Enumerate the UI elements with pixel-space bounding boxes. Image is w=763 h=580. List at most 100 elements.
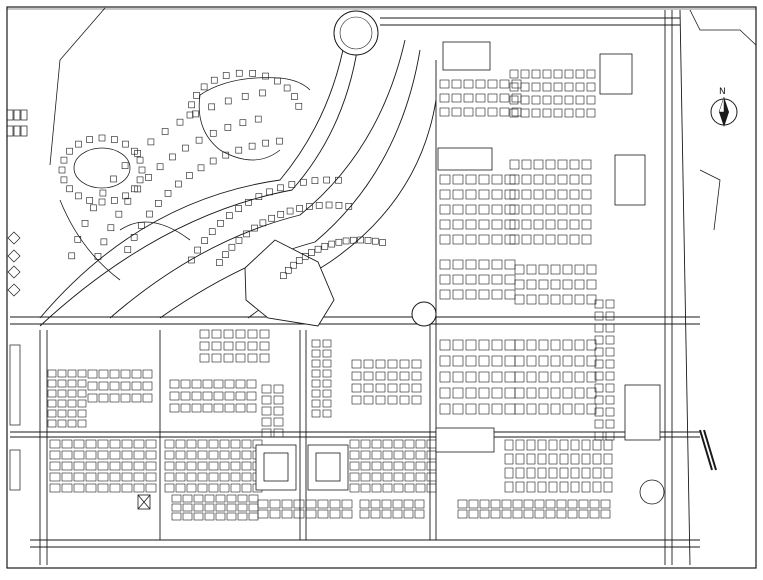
house-lot <box>478 387 490 399</box>
house-lot <box>514 371 525 383</box>
house-lot <box>77 409 87 418</box>
house-lot <box>562 371 573 383</box>
house-lot <box>314 245 322 253</box>
house-lot <box>73 472 85 482</box>
house-lot <box>426 472 437 482</box>
site-boundary-line <box>49 7 106 166</box>
house-lot <box>548 453 558 465</box>
house-lot <box>224 391 235 401</box>
house-lot <box>328 240 336 248</box>
house-lot <box>370 499 381 509</box>
house-lot <box>514 355 525 367</box>
house-lot <box>246 379 257 389</box>
house-lot <box>311 399 321 408</box>
house-lot <box>237 503 248 512</box>
house-lot <box>465 371 477 383</box>
house-lot <box>87 369 98 379</box>
house-lot <box>526 264 537 275</box>
house-lot <box>545 189 556 200</box>
house-lot <box>393 461 404 471</box>
house-lot <box>523 499 534 509</box>
house-lot <box>564 82 574 92</box>
house-lot <box>217 220 224 227</box>
house-lot <box>415 439 426 449</box>
house-lot <box>47 409 57 418</box>
house-lot <box>586 294 597 305</box>
house-lot <box>90 204 97 212</box>
central-plaza <box>244 239 335 327</box>
house-lot <box>581 159 592 170</box>
house-lot <box>175 472 186 482</box>
house-lot <box>345 203 353 210</box>
house-lot <box>538 387 549 399</box>
house-lot <box>197 439 208 449</box>
house-lot <box>452 355 464 367</box>
house-lot <box>404 450 415 460</box>
house-lot <box>504 403 516 415</box>
house-lot <box>235 329 246 339</box>
house-lot <box>349 439 360 449</box>
north-arrow-label: N <box>719 87 726 97</box>
house-lot <box>259 219 267 227</box>
house-lot <box>594 299 604 309</box>
house-lot <box>199 341 210 351</box>
house-lot <box>323 176 330 184</box>
house-lot <box>521 189 532 200</box>
house-lot <box>121 162 129 170</box>
house-lot <box>557 219 568 230</box>
house-lot <box>491 189 503 200</box>
house-lot <box>426 450 437 460</box>
house-lot <box>197 461 208 471</box>
house-lot <box>504 274 516 285</box>
house-lot <box>145 472 157 482</box>
house-lot <box>199 353 210 363</box>
house-lot <box>61 439 73 449</box>
house-lot <box>465 174 477 185</box>
house-lot <box>594 311 604 321</box>
house-lot <box>426 483 437 493</box>
house-lot <box>592 481 602 493</box>
house-lot <box>296 205 303 212</box>
house-lot <box>57 389 67 398</box>
house-lot <box>49 450 61 460</box>
house-lot <box>478 274 490 285</box>
house-lot <box>586 403 597 415</box>
house-lot <box>605 323 615 333</box>
house-lot <box>514 403 525 415</box>
house-lot <box>235 353 246 363</box>
house-lot <box>570 453 580 465</box>
house-lot <box>478 189 490 200</box>
house-lot <box>49 472 61 482</box>
house-lot <box>382 439 393 449</box>
house-lot <box>200 83 208 91</box>
house-lot <box>226 494 237 503</box>
house-lot <box>257 509 269 519</box>
house-lot <box>239 119 247 127</box>
house-lot <box>548 467 558 479</box>
house-lot <box>542 82 552 92</box>
house-lot <box>85 461 97 471</box>
house-lot <box>526 294 537 305</box>
house-lot <box>235 237 243 244</box>
house-lot <box>259 89 266 97</box>
house-lot <box>550 403 561 415</box>
house-lot <box>559 453 569 465</box>
house-lot <box>341 499 353 509</box>
house-lot <box>499 107 510 117</box>
house-lot <box>286 207 294 215</box>
house-lot <box>594 419 604 429</box>
house-lot <box>266 188 273 196</box>
house-lot <box>605 395 615 405</box>
house-lot <box>241 483 252 493</box>
house-lot <box>75 192 82 200</box>
house-lot <box>142 393 153 403</box>
house-lot <box>569 159 580 170</box>
house-lot <box>61 450 73 460</box>
house-lot <box>109 483 121 493</box>
house-lot <box>562 279 573 290</box>
house-lot <box>216 259 223 266</box>
house-lot <box>399 395 410 405</box>
east-boundary <box>689 9 757 471</box>
house-lot <box>605 311 615 321</box>
